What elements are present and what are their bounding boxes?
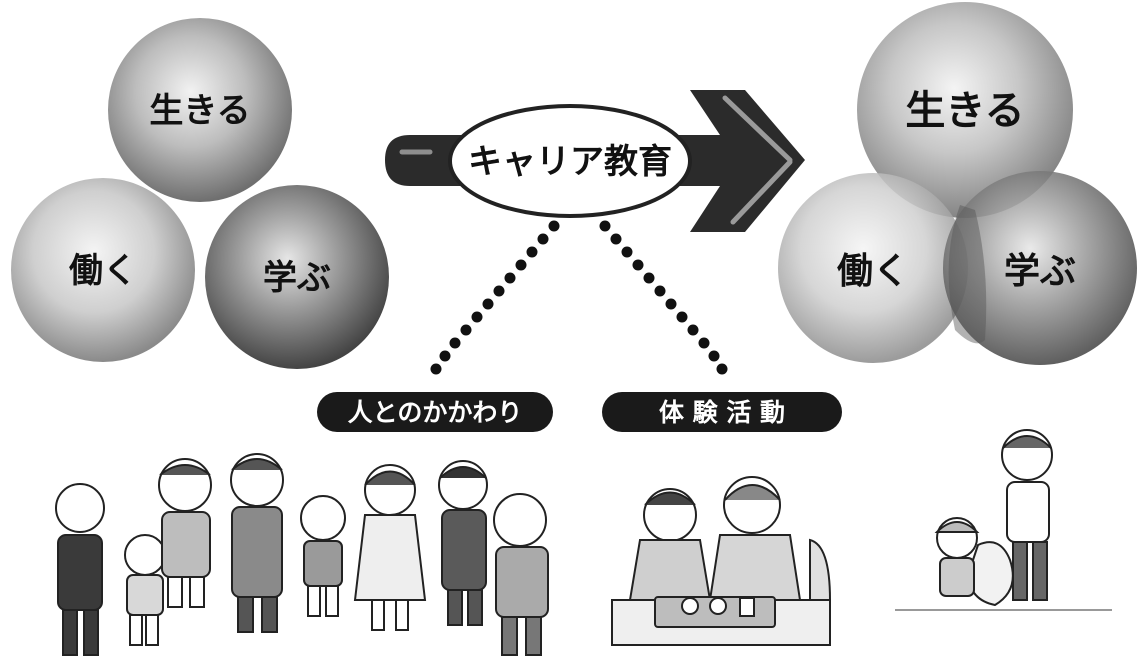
- dotted-connectors: [430, 220, 728, 375]
- left-label-hataraku: 働く: [69, 251, 137, 291]
- right-venn: 生きる 働く 学ぶ: [778, 2, 1137, 365]
- left-circle-ikiru: 生きる: [108, 18, 292, 202]
- people-group-illustration: [55, 453, 549, 656]
- elder-care-meal-illustration: [611, 476, 832, 646]
- left-label-ikiru: 生きる: [149, 91, 250, 131]
- pill-experience-label: 体 験 活 動: [659, 398, 785, 427]
- right-label-manabu: 学ぶ: [1004, 250, 1076, 292]
- right-label-hataraku: 働く: [837, 251, 909, 292]
- outdoor-cleanup-illustration: [893, 429, 1115, 650]
- pill-people: 人とのかかわり: [317, 392, 553, 432]
- career-education-node: キャリア教育: [448, 104, 692, 218]
- pill-people-label: 人とのかかわり: [348, 398, 523, 427]
- left-label-manabu: 学ぶ: [263, 258, 331, 298]
- pill-experience: 体 験 活 動: [602, 392, 842, 432]
- left-circle-manabu: 学ぶ: [205, 185, 389, 369]
- center-label: キャリア教育: [468, 142, 672, 182]
- left-circle-hataraku: 働く: [11, 178, 195, 362]
- right-label-ikiru: 生きる: [905, 88, 1024, 134]
- left-circles: 生きる 働く 学ぶ: [11, 18, 389, 369]
